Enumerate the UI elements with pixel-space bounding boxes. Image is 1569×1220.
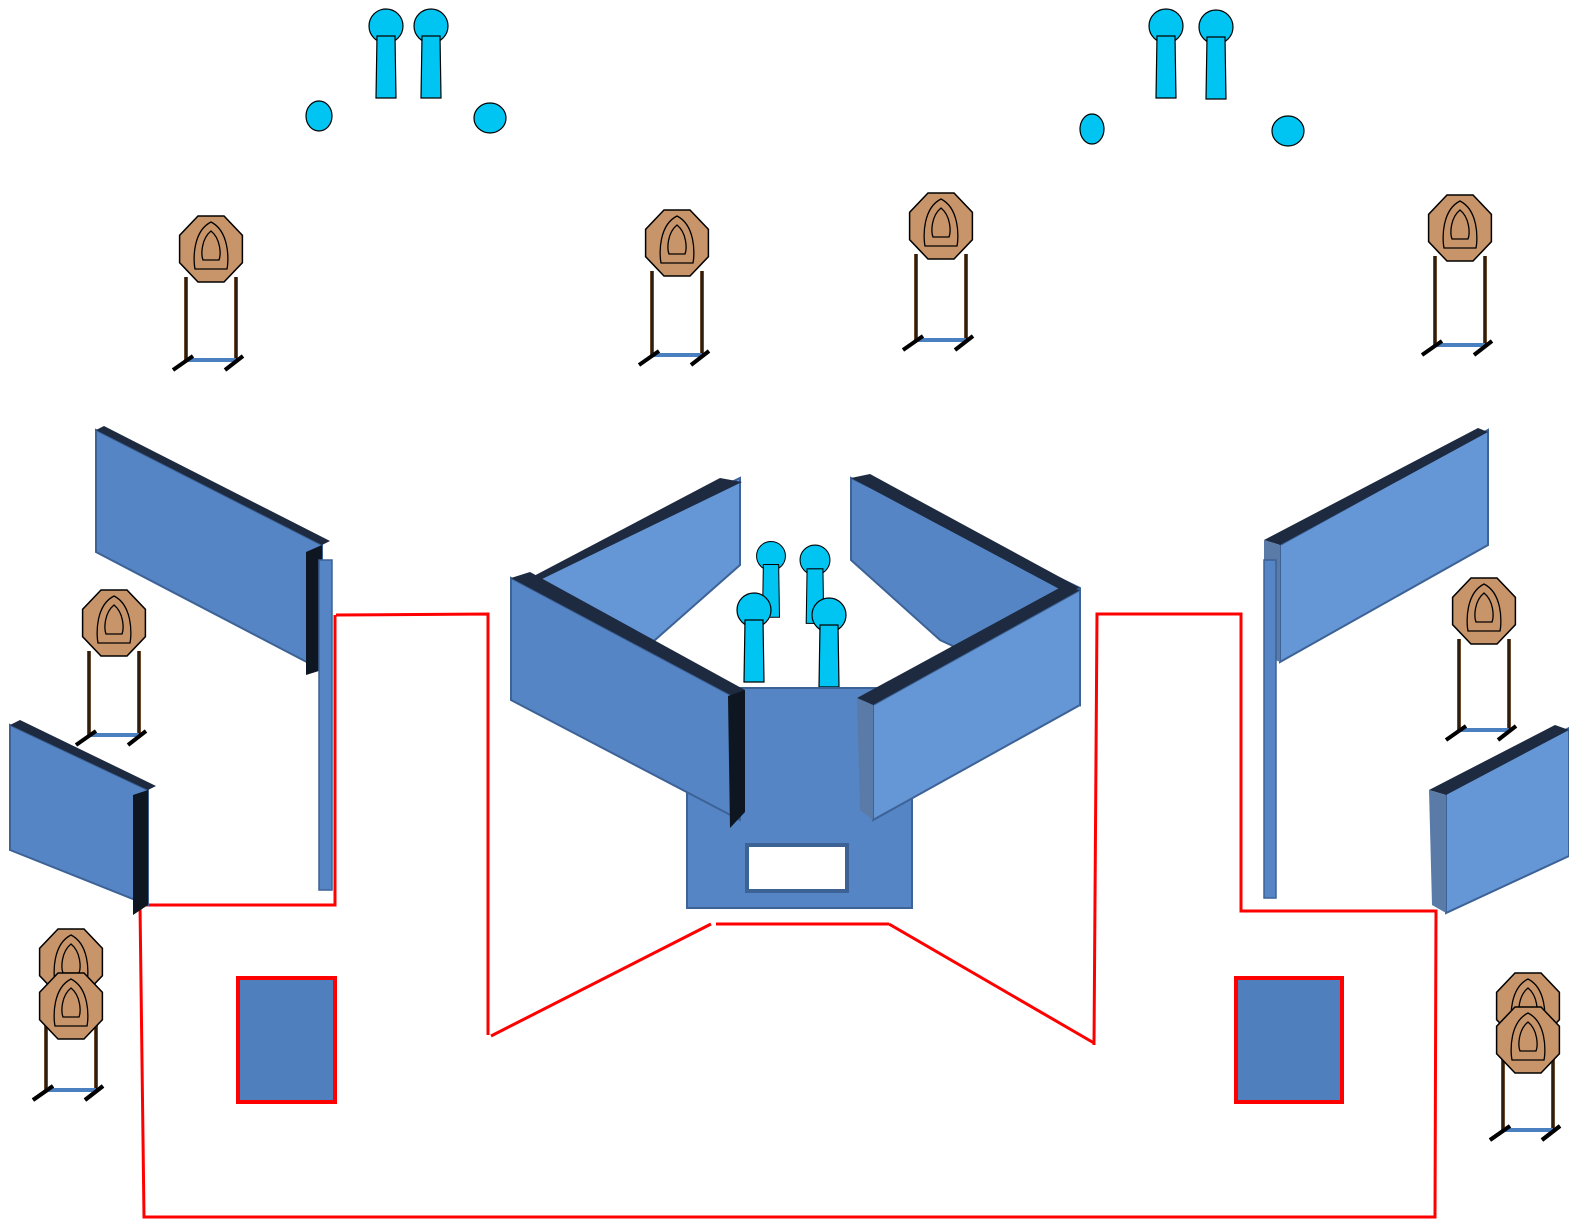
wall-left-upper: [95, 426, 333, 891]
paper-target-8: [31, 972, 105, 1102]
steel-popper-8: [811, 597, 847, 688]
wall-right-lower: [1429, 725, 1569, 915]
paper-target-6: [1444, 577, 1518, 742]
paper-target-4: [1420, 194, 1494, 357]
steel-plate-2: [473, 102, 507, 134]
paper-target-3: [901, 192, 975, 352]
fault-box-left: [236, 976, 337, 1104]
wall-left-lower: [9, 720, 156, 915]
center-barricade: [510, 474, 1081, 909]
center-port-window: [745, 843, 849, 893]
steel-plate-3: [1079, 113, 1105, 145]
fault-line-outer: [138, 612, 1438, 1219]
steel-popper-7: [736, 592, 772, 683]
paper-target-1: [171, 215, 245, 372]
paper-target-10: [1488, 1006, 1562, 1142]
fault-line-diagonal-right: [888, 922, 1095, 1045]
steel-popper-1: [368, 8, 404, 99]
steel-popper-2: [413, 8, 449, 99]
steel-plate-1: [305, 100, 333, 132]
steel-plate-4: [1271, 115, 1305, 147]
shooting-area-boundary: [138, 612, 1438, 1219]
fault-box-right: [1234, 976, 1344, 1104]
fault-line-diagonal-left: [490, 922, 712, 1038]
paper-target-5: [74, 589, 148, 747]
fault-line-left-inner: [335, 612, 490, 1035]
paper-target-2: [637, 209, 711, 367]
steel-popper-4: [1198, 9, 1234, 100]
steel-popper-3: [1148, 8, 1184, 99]
wall-right-upper: [1263, 428, 1489, 899]
